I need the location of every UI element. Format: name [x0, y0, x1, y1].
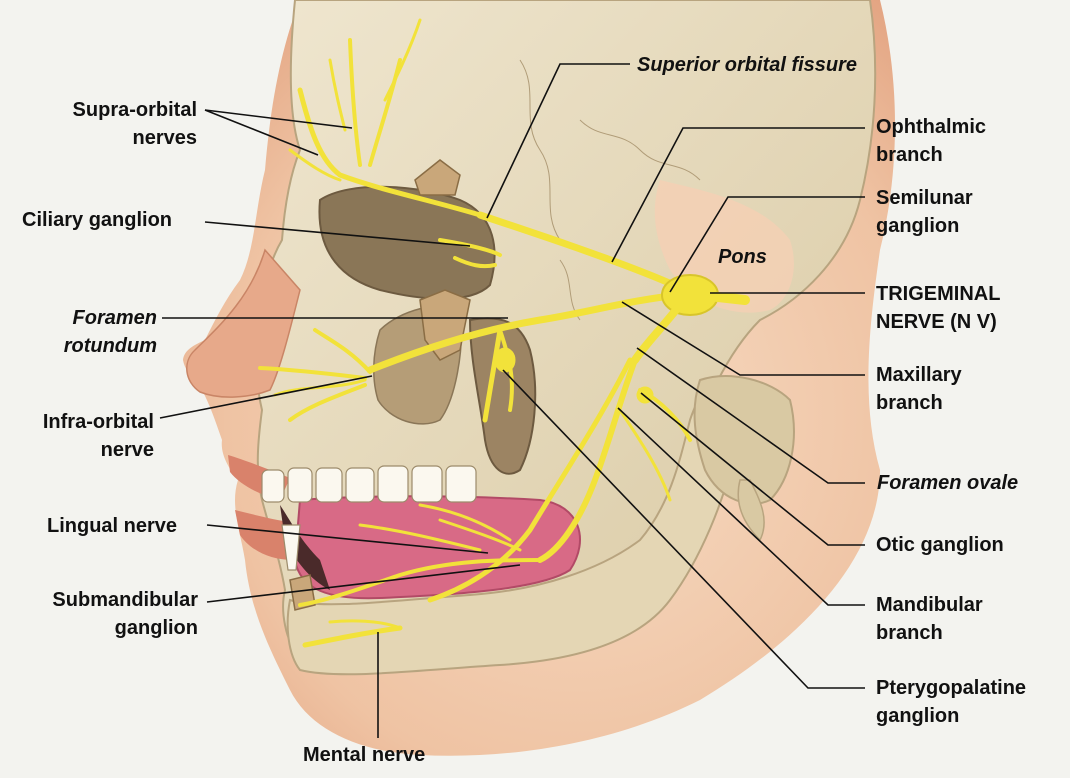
label-semilunar-line2: ganglion: [876, 215, 960, 237]
trigeminal-nerves: [258, 18, 750, 648]
label-semilunar-line1: Semilunar: [876, 187, 973, 209]
leader-foramen-ovale: [636, 347, 865, 484]
leader-ciliary: [204, 221, 471, 247]
leader-maxillary: [621, 301, 865, 376]
label-mandibular-branch: Mandibular branch: [876, 591, 983, 647]
label-pterygopalatine-line1: Pterygopalatine: [876, 677, 1027, 699]
upper-teeth: [261, 465, 477, 503]
leader-lines: [159, 63, 865, 738]
leader-supra-1: [204, 109, 353, 129]
orbit: [318, 185, 496, 300]
leader-superior-orbital-fissure: [486, 63, 630, 219]
label-infra-orbital-nerve: Infra-orbital nerve: [20, 408, 154, 464]
label-supra-orbital-line2: nerves: [132, 127, 198, 149]
leader-lingual: [206, 524, 489, 554]
label-supra-orbital-nerves: Supra-orbital nerves: [40, 96, 197, 152]
label-mandibular-line1: Mandibular: [876, 594, 983, 616]
label-submandibular-ganglion: Submandibular ganglion: [20, 586, 198, 642]
label-ciliary-ganglion: Ciliary ganglion: [22, 209, 173, 231]
styloid: [737, 479, 765, 542]
leader-mandibular: [617, 407, 865, 606]
leader-ophthalmic: [611, 127, 865, 263]
label-superior-orbital-fissure: Superior orbital fissure: [637, 54, 858, 76]
nose: [186, 248, 301, 398]
label-infra-orbital-line1: Infra-orbital: [42, 411, 154, 433]
label-maxillary-branch: Maxillary branch: [876, 361, 962, 417]
label-foramen-ovale: Foramen ovale: [877, 472, 1019, 494]
label-ophthalmic-line1: Ophthalmic: [876, 116, 987, 138]
label-pons: Pons: [718, 246, 767, 268]
label-semilunar-ganglion: Semilunar ganglion: [876, 184, 973, 240]
leader-infra-orbital: [159, 375, 373, 419]
sinus-cavity: [468, 317, 537, 475]
label-mandibular-line2: branch: [876, 622, 943, 644]
leader-pterygopalatine: [502, 369, 865, 689]
label-supra-orbital-line1: Supra-orbital: [72, 99, 197, 121]
lower-teeth: [281, 524, 301, 571]
lower-lip: [235, 510, 292, 560]
label-ophthalmic-branch: Ophthalmic branch: [876, 113, 986, 169]
label-ophthalmic-line2: branch: [876, 144, 943, 166]
leader-otic: [640, 392, 865, 546]
label-foramen-rotundum-line1: Foramen: [72, 307, 157, 329]
leader-semilunar: [669, 196, 865, 293]
label-maxillary-line1: Maxillary: [876, 364, 962, 386]
label-foramen-rotundum-line2: rotundum: [63, 335, 157, 357]
label-submandibular-line2: ganglion: [114, 617, 198, 639]
leader-submandibular: [206, 564, 521, 603]
leader-supra-2: [204, 109, 319, 156]
label-trigeminal-line2: NERVE (N V): [876, 311, 997, 333]
label-maxillary-line2: branch: [876, 392, 943, 414]
label-pterygopalatine-line2: ganglion: [876, 705, 960, 727]
label-otic-ganglion: Otic ganglion: [876, 534, 1004, 556]
label-trigeminal-nerve: TRIGEMINAL NERVE (N V): [876, 280, 1000, 336]
label-infra-orbital-line2: nerve: [100, 439, 154, 461]
label-foramen-rotundum: Foramen rotundum: [30, 304, 157, 360]
label-submandibular-line1: Submandibular: [52, 589, 198, 611]
mastoid: [693, 375, 795, 505]
label-pterygopalatine-ganglion: Pterygopalatine ganglion: [876, 674, 1026, 730]
label-mental-nerve: Mental nerve: [303, 744, 426, 766]
label-lingual-nerve: Lingual nerve: [47, 515, 178, 537]
label-trigeminal-line1: TRIGEMINAL: [876, 283, 1001, 305]
